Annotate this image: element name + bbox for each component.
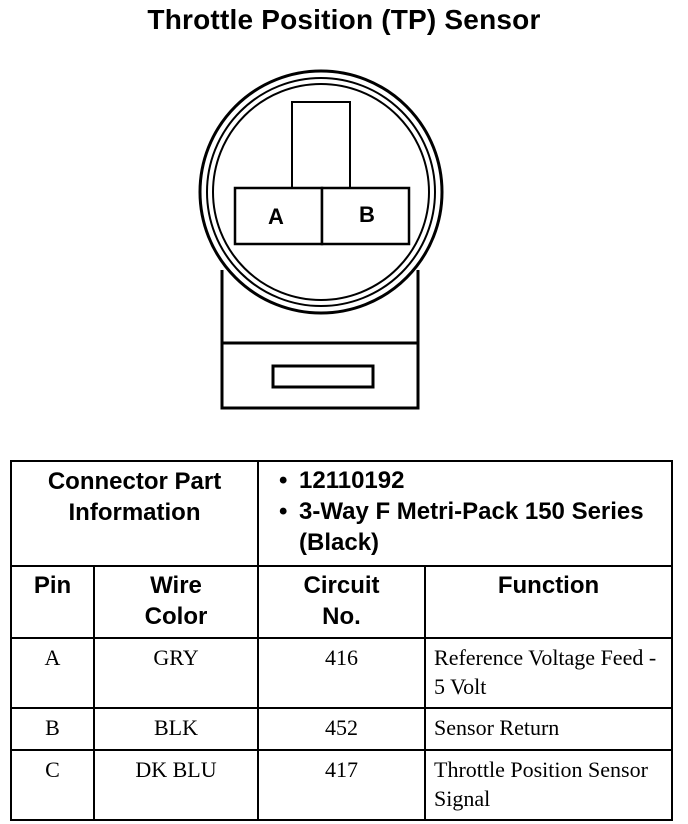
pin-label-a: A xyxy=(268,204,284,229)
header-pin: Pin xyxy=(10,565,95,639)
info-item-description: 3-Way F Metri-Pack 150 Series (Black) xyxy=(279,496,671,558)
cell-pin: C xyxy=(10,749,95,821)
terminal-cavity-b xyxy=(320,186,411,246)
page-title: Throttle Position (TP) Sensor xyxy=(147,4,541,35)
connector-ring-inner-edge xyxy=(206,77,436,307)
cell-function: Throttle Position Sensor Signal xyxy=(424,749,674,821)
cell-circuit: 416 xyxy=(257,637,427,709)
cell-wire-color: BLK xyxy=(92,707,260,751)
connector-part-info-label: Connector Part Information xyxy=(9,460,260,567)
info-list: 12110192 3-Way F Metri-Pack 150 Series (… xyxy=(259,462,671,558)
connector-diagram: A B xyxy=(198,69,444,410)
cell-function: Reference Voltage Feed - 5 Volt xyxy=(424,637,674,709)
cell-wire-color: DK BLU xyxy=(92,749,260,821)
connector-pinout-table: Connector Part Information 12110192 3-Wa… xyxy=(9,460,674,821)
table-row: C DK BLU 417 Throttle Position Sensor Si… xyxy=(10,749,674,821)
header-function: Function xyxy=(424,565,674,639)
connector-key xyxy=(291,101,351,189)
table-row: B BLK 452 Sensor Return xyxy=(10,707,674,751)
pin-label-b: B xyxy=(359,202,375,227)
cell-wire-color: GRY xyxy=(92,637,260,709)
cell-circuit: 417 xyxy=(257,749,427,821)
table-row-info: Connector Part Information 12110192 3-Wa… xyxy=(9,460,674,567)
cell-pin: B xyxy=(10,707,95,751)
info-label-text: Connector Part Information xyxy=(47,468,222,526)
cell-pin: A xyxy=(10,637,95,709)
cell-circuit: 452 xyxy=(257,707,427,751)
header-wire-color: Wire Color xyxy=(92,565,260,639)
info-item-part-number: 12110192 xyxy=(279,465,671,496)
header-circuit: Circuit No. xyxy=(257,565,427,639)
cell-function: Sensor Return xyxy=(424,707,674,751)
connector-face xyxy=(212,83,430,301)
locking-tab-slot xyxy=(271,364,375,389)
table-header-row: Pin Wire Color Circuit No. Function xyxy=(10,565,674,639)
connector-part-info: 12110192 3-Way F Metri-Pack 150 Series (… xyxy=(257,460,674,567)
table-row: A GRY 416 Reference Voltage Feed - 5 Vol… xyxy=(10,637,674,709)
